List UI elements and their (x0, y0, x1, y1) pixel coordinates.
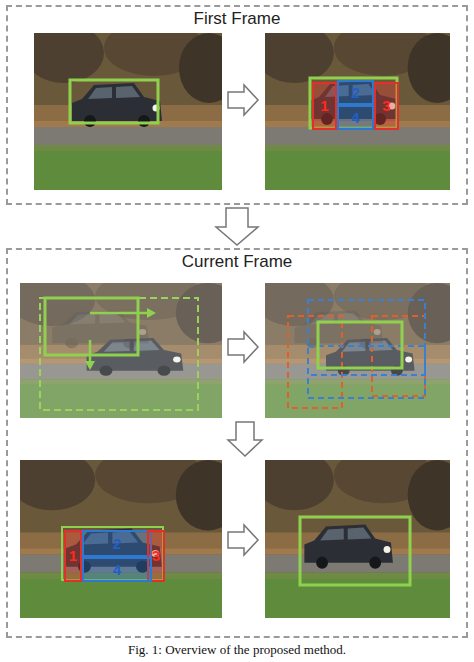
frame-panel: First Frame 1 2 3 4 (6, 5, 468, 205)
part-number: 1 (320, 98, 328, 114)
part-number: 3 (382, 98, 390, 114)
frame-panel: Current Frame 1 2 3 4 (6, 248, 468, 638)
part-box: 2 (82, 530, 152, 557)
part-number: 1 (69, 548, 77, 564)
panel-title: Current Frame (8, 252, 466, 272)
flow-arrow (216, 208, 258, 245)
figure-caption: Fig. 1: Overview of the proposed method. (0, 642, 474, 658)
part-number: 4 (351, 110, 359, 126)
part-box: 1 (312, 82, 337, 130)
part-number: 4 (113, 562, 121, 578)
part-box: 2 (337, 80, 374, 105)
part-number: 2 (113, 536, 121, 552)
part-box: 3 (374, 82, 399, 130)
part-box: 4 (337, 105, 374, 130)
part-box: 1 (64, 530, 82, 582)
part-number: 2 (351, 85, 359, 101)
part-box: 4 (82, 557, 152, 582)
part-number: 3 (152, 548, 160, 564)
panel-title: First Frame (8, 9, 466, 29)
